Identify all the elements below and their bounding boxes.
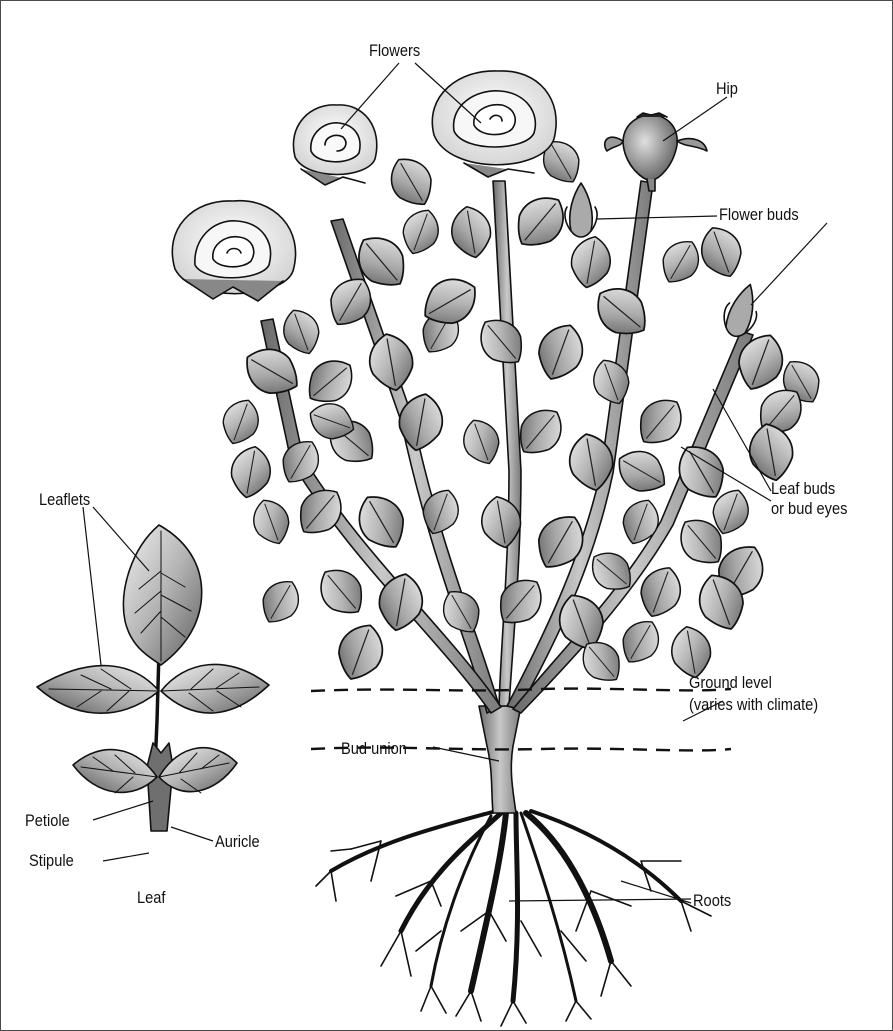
- label-flowers: Flowers: [369, 41, 420, 60]
- label-hip: Hip: [716, 79, 738, 98]
- label-auricle: Auricle: [215, 832, 260, 851]
- label-petiole: Petiole: [25, 811, 70, 830]
- rose-hip: [605, 113, 707, 191]
- flower-bud-upper: [565, 183, 597, 237]
- label-ground-level-line1: Ground level: [689, 673, 772, 692]
- label-leaf: Leaf: [137, 888, 165, 907]
- roots-group: [316, 811, 711, 1026]
- label-leaflets: Leaflets: [39, 490, 90, 509]
- flower-bud-right: [718, 279, 765, 340]
- label-stipule: Stipule: [29, 851, 74, 870]
- label-bud-union: Bud union: [341, 739, 407, 758]
- label-ground-level-line2: (varies with climate): [689, 695, 818, 714]
- label-leaf-buds-line2: or bud eyes: [771, 499, 847, 518]
- label-flower-buds: Flower buds: [719, 205, 799, 224]
- label-roots: Roots: [693, 891, 731, 910]
- label-leaf-buds-line1: Leaf buds: [771, 479, 835, 498]
- single-leaf-illustration: [37, 525, 269, 831]
